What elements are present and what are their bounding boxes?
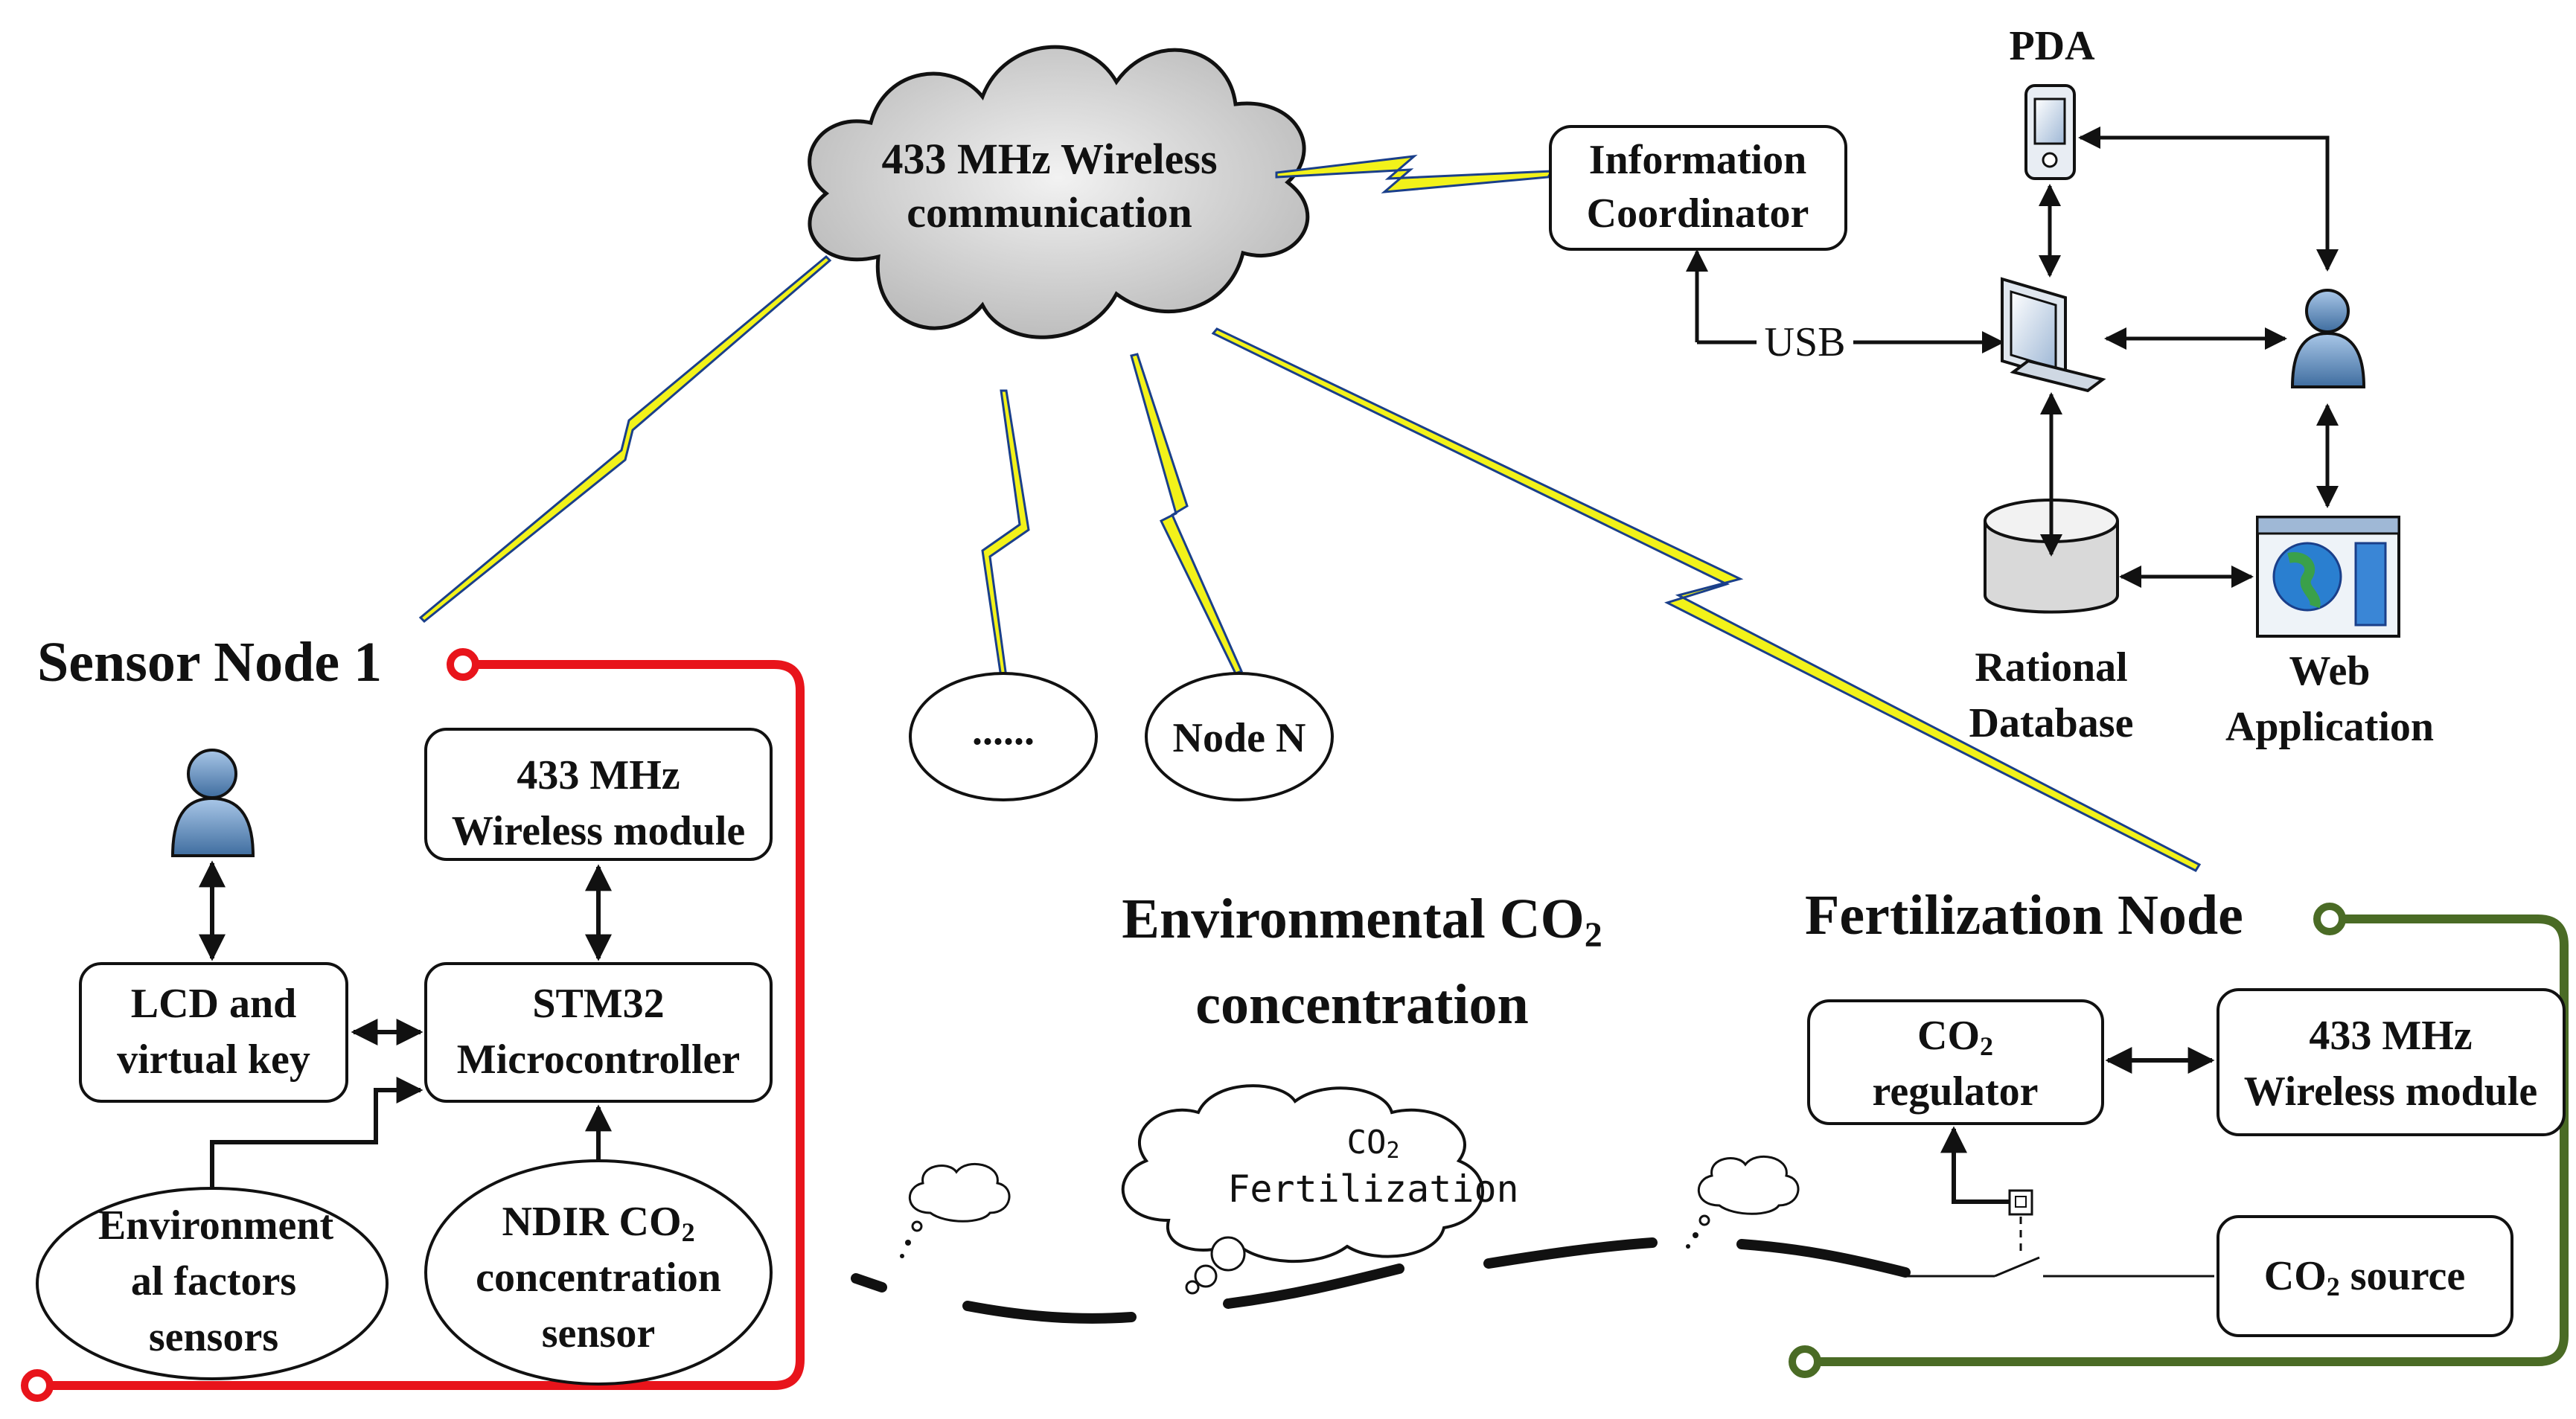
pda-icon [2024, 84, 2076, 180]
database-line1: Rational [1975, 644, 2127, 691]
co2-regulator-box: CO2 regulator [1807, 999, 2104, 1125]
fert-node-arrows [1940, 1047, 2215, 1204]
web-application-icon [2256, 516, 2400, 638]
fertilization-node-loop [1805, 914, 2569, 1366]
wireless-links [418, 154, 2202, 872]
bolt-cloud-fertilization [1211, 327, 2202, 872]
computer-icon [2001, 277, 2106, 393]
stm32-microcontroller-box: STM32 Microcontroller [424, 962, 773, 1103]
fert-cloud-line1: CO2 [1346, 1124, 1399, 1164]
web-app-line1: Web [2289, 648, 2371, 694]
web-app-line2: Application [2225, 704, 2434, 750]
valve-switch [1905, 1189, 2214, 1278]
stm32-line2: Microcontroller [457, 1037, 740, 1083]
env-co2-line2: concentration [1195, 973, 1528, 1036]
bolt-cloud-sensor-node [418, 254, 832, 624]
regulator-line2: regulator [1873, 1069, 2039, 1115]
fert-wireless-line2: Wireless module [2244, 1069, 2538, 1115]
co2-fertilization-cloud: CO2 Fertilization [1121, 1084, 1519, 1295]
usb-label: USB [1765, 319, 1846, 365]
coordinator-line2: Coordinator [1587, 190, 1809, 237]
bolt-cloud-node-n [1130, 353, 1244, 675]
database-icon [1984, 499, 2119, 614]
pda-device: PDA [2009, 23, 2095, 180]
bolt-cloud-dots [981, 389, 1030, 679]
dots-node-label: ...... [972, 708, 1035, 754]
co2-source-box: CO2 source [2217, 1215, 2513, 1337]
usb-connection: USB [1686, 249, 2004, 365]
sensor-node-loop [43, 660, 805, 1390]
ndir-line2: concentration [476, 1255, 721, 1301]
co2-source-label: CO2 source [2264, 1253, 2466, 1301]
wireless-communication-cloud: 433 MHz Wireless communication [808, 45, 1310, 339]
management-arrows [2039, 126, 2339, 588]
sensor-node-arrows [199, 860, 612, 1187]
coordinator-line1: Information [1589, 137, 1806, 183]
fert-wireless-module-box: 433 MHz Wireless module [2217, 988, 2566, 1136]
fert-cloud-line2: Fertilization [1227, 1167, 1518, 1211]
fert-wireless-line1: 433 MHz [2309, 1013, 2472, 1059]
regulator-line1: CO2 [1917, 1013, 1993, 1061]
lcd-line1: LCD and [131, 981, 297, 1027]
stm32-line1: STM32 [532, 981, 664, 1027]
pda-label: PDA [2009, 23, 2095, 69]
cloud-title-line1: 433 MHz Wireless [881, 135, 1217, 183]
sensor-node-title: Sensor Node 1 [37, 631, 382, 694]
env-co2-line1: Environmental CO2 [1122, 888, 1602, 955]
information-coordinator-box: Information Coordinator [1549, 125, 1847, 251]
ndir-sensor-ellipse: NDIR CO2 concentration sensor [424, 1159, 773, 1386]
ground-line [851, 1237, 1911, 1324]
env-sensors-line2: al factors [131, 1258, 296, 1304]
env-sensors-line3: sensors [149, 1314, 278, 1360]
user-person-icon-left [170, 749, 255, 857]
node-n: Node N [1145, 672, 1334, 801]
lcd-virtual-key-box: LCD and virtual key [79, 962, 348, 1103]
fertilization-node-title: Fertilization Node [1805, 884, 2243, 946]
node-n-label: Node N [1173, 715, 1306, 761]
small-cloud-left [900, 1162, 1011, 1258]
database-line2: Database [1969, 700, 2134, 746]
dots-node: ...... [909, 672, 1098, 801]
sensor-wireless-line1: 433 MHz [517, 752, 680, 798]
sensor-wireless-line2: Wireless module [452, 808, 746, 854]
cloud-title-line2: communication [907, 188, 1192, 237]
ndir-line3: sensor [542, 1310, 655, 1356]
env-sensors-line1: Environment [98, 1202, 334, 1249]
sensor-wireless-module-box: 433 MHz Wireless module [424, 728, 773, 861]
bolt-cloud-coordinator [1275, 154, 1554, 193]
cloud-shape [808, 45, 1310, 339]
small-cloud-right [1686, 1155, 1800, 1249]
user-person-icon-right [2290, 289, 2366, 388]
ndir-line1: NDIR CO2 [502, 1199, 694, 1247]
environment-sensors-ellipse: Environment al factors sensors [36, 1187, 389, 1380]
lcd-line2: virtual key [117, 1037, 310, 1083]
